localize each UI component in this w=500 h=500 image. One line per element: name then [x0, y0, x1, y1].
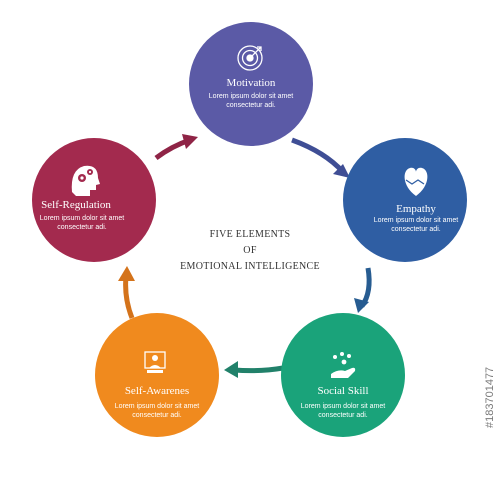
arrow-awareness-to-regulation	[123, 275, 135, 319]
empathy-text-line2: consectetur adi.	[391, 226, 440, 233]
hand-people-icon	[331, 352, 356, 378]
element-social-skill: Social Skill Lorem ipsum dolor sit amet …	[281, 313, 405, 437]
element-empathy: Empathy Lorem ipsum dolor sit amet conse…	[343, 138, 467, 262]
target-icon	[237, 45, 263, 71]
self-awareness-text-line1: Lorem ipsum dolor sit amet	[115, 403, 199, 410]
motivation-text-line1: Lorem ipsum dolor sit amet	[209, 93, 293, 100]
motivation-text-line2: consectetur adi.	[226, 102, 275, 109]
center-title-line1: FIVE ELEMENTS	[210, 229, 291, 240]
empathy-text-line1: Lorem ipsum dolor sit amet	[374, 217, 458, 224]
self-regulation-circle	[32, 138, 156, 262]
person-board-icon	[144, 351, 166, 373]
arrow-head-empathy-to-social	[354, 298, 369, 313]
social-skill-title: Social Skill	[317, 385, 368, 397]
self-regulation-text-line2: consectetur adi.	[57, 224, 106, 231]
empathy-circle	[343, 138, 467, 262]
center-title-line3: EMOTIONAL INTELLIGENCE	[180, 261, 320, 272]
element-self-awareness: Self-Awarenes Lorem ipsum dolor sit amet…	[95, 313, 219, 437]
self-regulation-title: Self-Regulation	[41, 199, 111, 211]
motivation-title: Motivation	[227, 77, 276, 89]
element-self-regulation: Self-Regulation Lorem ipsum dolor sit am…	[32, 138, 156, 262]
cycle-arrows	[118, 134, 372, 378]
empathy-title: Empathy	[396, 203, 436, 215]
arrow-head-awareness-to-regulation	[118, 266, 135, 281]
arrow-head-regulation-to-motivation	[182, 134, 198, 149]
arrow-head-social-to-awareness	[224, 361, 238, 378]
self-awareness-circle	[95, 313, 219, 437]
social-skill-text-line1: Lorem ipsum dolor sit amet	[301, 403, 385, 410]
self-regulation-text-line1: Lorem ipsum dolor sit amet	[40, 215, 124, 222]
motivation-circle	[189, 22, 313, 146]
center-title: FIVE ELEMENTS OF EMOTIONAL INTELLIGENCE	[180, 229, 320, 272]
stock-id-watermark: #183701477	[484, 367, 496, 428]
arrow-head-motivation-to-empathy	[333, 164, 350, 178]
social-skill-text-line2: consectetur adi.	[318, 412, 367, 419]
center-title-line2: OF	[243, 245, 257, 256]
element-motivation: Motivation Lorem ipsum dolor sit amet co…	[189, 22, 313, 146]
self-awareness-text-line2: consectetur adi.	[132, 412, 181, 419]
arrow-social-to-awareness	[233, 365, 284, 374]
arrow-empathy-to-social	[359, 267, 372, 308]
self-awareness-title: Self-Awarenes	[125, 385, 189, 397]
head-gears-icon	[71, 165, 100, 196]
heart-handshake-icon	[404, 167, 428, 196]
arrow-motivation-to-empathy	[291, 137, 345, 174]
